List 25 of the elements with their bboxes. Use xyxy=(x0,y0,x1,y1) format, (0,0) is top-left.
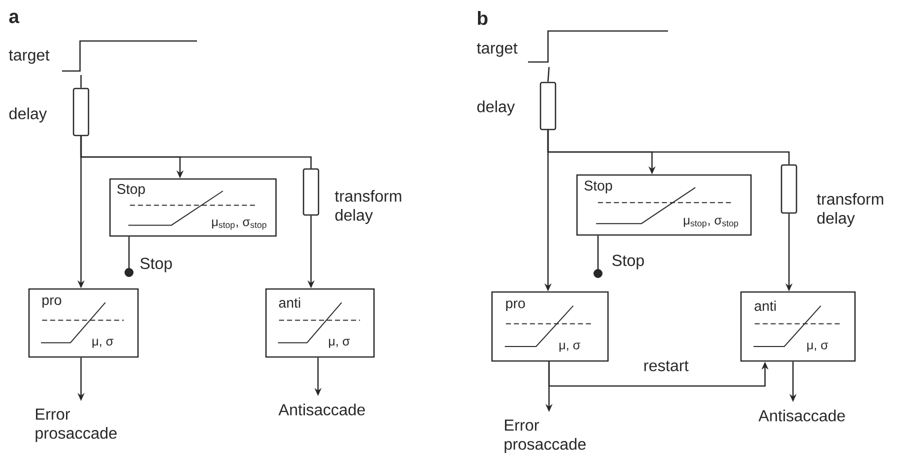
delay-label: transform delay xyxy=(816,193,884,227)
output-label: Error prosaccade xyxy=(504,420,586,453)
delay-box xyxy=(780,164,798,214)
threshold-box: anti μ, σ xyxy=(265,288,375,358)
signal-label: target xyxy=(8,50,50,64)
threshold-box: anti μ, σ xyxy=(740,291,856,362)
output-label: Error prosaccade xyxy=(36,408,117,442)
arrow xyxy=(594,236,602,278)
threshold-box: Stop μ$_{stop}$, σ$_{stop}$ xyxy=(576,174,752,236)
delay-box xyxy=(72,88,90,136)
threshold-box: pro μ, σ xyxy=(491,291,609,362)
edge-label: restart xyxy=(642,360,690,372)
threshold-box: Stop μ$_{stop}$, σ$_{stop}$ xyxy=(109,178,277,237)
delay-label: delay xyxy=(9,108,47,122)
delay-label: delay xyxy=(477,100,515,116)
threshold-box: pro μ, σ xyxy=(28,288,139,358)
delay-box xyxy=(540,82,556,130)
output-label: Antisaccade xyxy=(278,404,365,416)
signal-label: target xyxy=(476,43,518,57)
arrow xyxy=(124,236,134,277)
edge-label: Stop xyxy=(138,256,174,274)
edge-label: Stop xyxy=(610,254,646,270)
output-label: Antisaccade xyxy=(758,410,845,422)
delay-box xyxy=(302,168,320,216)
delay-label: transform delay xyxy=(334,190,402,224)
